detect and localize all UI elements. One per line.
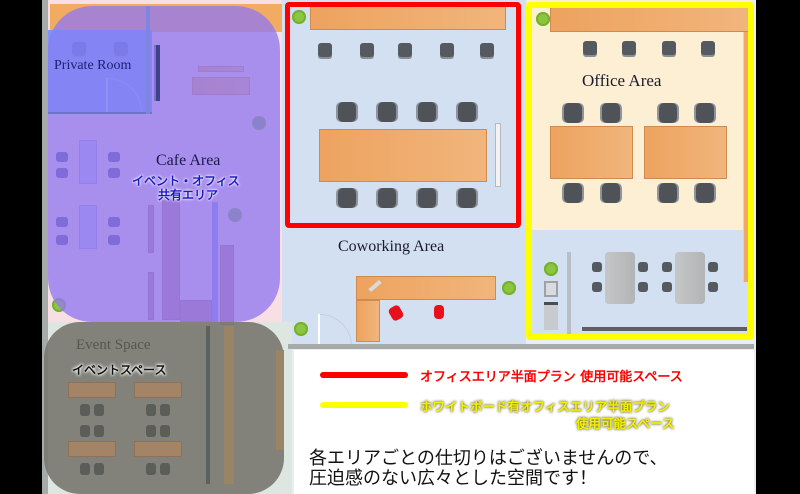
whiteboard [582,327,747,331]
chair [592,262,602,272]
office-area-label: Office Area [582,71,662,90]
floor-plan: Private Room Cafe Area イベント・オフィス 共有エリア E… [42,0,756,494]
event-table [68,441,116,457]
chair [592,282,602,292]
partition [156,45,160,101]
chair [701,41,715,55]
coworking-area-label: Coworking Area [338,238,445,255]
chair [360,43,374,57]
plant-icon [292,10,306,24]
desk [550,6,750,32]
note-line2: 圧迫感のない広々とした空間です！ [309,468,597,489]
chair [160,463,170,475]
chair [622,41,636,55]
chair [708,262,718,272]
office-chair-red [434,305,444,319]
private-room-overlay [48,30,152,114]
cafe-area-label: Cafe Area [156,152,221,169]
meeting-table-grey [675,252,705,304]
chair [662,262,672,272]
left-wall [42,0,48,494]
event-counter [224,326,234,484]
chair [80,463,90,475]
chair [146,425,156,437]
cafe-area-sub-label-2: 共有エリア [158,188,219,202]
private-room-label: Private Room [54,58,132,73]
event-table [134,441,182,457]
chair [146,404,156,416]
meeting-table-grey [605,252,635,304]
legend-yellow-text-line1: ホワイトボード有オフィスエリア半面プラン [420,399,670,414]
chair [602,103,620,123]
chair [659,103,677,123]
chair [662,282,672,292]
cafe-area-sub-label-1: イベント・オフィス [132,174,240,188]
printer [544,302,558,330]
chair [160,404,170,416]
partition [567,252,571,334]
plant-icon [544,262,558,276]
window-wall [743,32,750,282]
coworking-counter [356,300,380,342]
chair [440,43,454,57]
chair [80,404,90,416]
office-desk [644,126,727,179]
entrance-door [318,314,320,346]
meeting-table [319,129,487,182]
chair [338,102,356,122]
chair [480,43,494,57]
chair [318,43,332,57]
chair [696,103,714,123]
legend-red-line [320,372,408,378]
event-space-label: Event Space [76,337,151,353]
chair [638,282,648,292]
event-partition [206,326,210,484]
whiteboard [495,123,501,187]
bottom-wall [288,344,754,349]
event-table [134,382,182,398]
chair [458,102,476,122]
chair [708,282,718,292]
chair [94,425,104,437]
yellow-boundary [526,2,754,340]
chair [602,183,620,203]
chair [662,41,676,55]
legend-yellow-line [320,402,408,408]
chair [458,188,476,208]
chair [94,404,104,416]
copier [544,281,558,297]
legend-red-text: オフィスエリア半面プラン 使用可能スペース [420,370,683,385]
chair [378,102,396,122]
plant-icon [502,281,516,295]
chair [583,41,597,55]
event-counter [276,350,284,450]
chair [418,102,436,122]
chair [638,262,648,272]
chair [564,183,582,203]
chair [80,425,90,437]
partition [146,6,150,114]
chair [564,103,582,123]
chair [378,188,396,208]
plant-icon [536,12,550,26]
cafe-area-overlay [48,6,280,322]
red-boundary [285,2,521,228]
office-desk [550,126,633,179]
chair [398,43,412,57]
chair [160,425,170,437]
legend-yellow-text-line2: 使用可能スペース [576,416,675,431]
event-table [68,382,116,398]
chair [418,188,436,208]
plant-icon [294,322,308,336]
note-line1: 各エリアごとの仕切りはございませんので、 [309,448,668,469]
event-space-sub-label: イベントスペース [72,363,167,377]
chair [146,463,156,475]
chair [94,463,104,475]
chair [659,183,677,203]
coworking-counter [356,276,496,300]
chair [696,183,714,203]
chair [338,188,356,208]
